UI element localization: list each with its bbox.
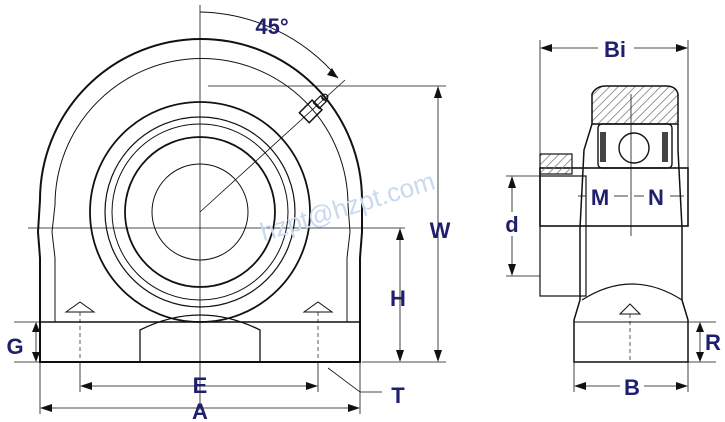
housing-side-outline [573, 123, 689, 363]
seal-right [662, 132, 668, 162]
dim-label-g: G [6, 334, 23, 359]
dim-label-h: H [390, 286, 406, 311]
housing-inner-outline [51, 58, 351, 322]
dim-label-b: B [624, 375, 640, 400]
a-arrow-left [40, 404, 52, 412]
e-arrow-right [306, 382, 318, 390]
dim-label-d: d [505, 212, 518, 237]
bi-arrow-right [676, 44, 688, 52]
dim-label-t: T [391, 383, 405, 408]
w-arrow-bottom [434, 350, 442, 362]
base-arch-side [581, 283, 683, 301]
bi-arrow-left [540, 44, 552, 52]
a-arrow-right [348, 404, 360, 412]
seal-left [600, 132, 606, 162]
bolt-mark-right [302, 301, 334, 313]
watermark-text: hzpt@hzpt.com [256, 166, 438, 248]
angle-arrowhead [327, 68, 338, 78]
set-screw [539, 153, 573, 175]
inner-ring-side [539, 167, 689, 227]
dim-label-n: N [648, 185, 664, 210]
h-arrow-bottom [396, 350, 404, 362]
dim-label-m: M [591, 185, 609, 210]
r-arrow-bottom [696, 352, 704, 362]
angle-label: 45° [255, 14, 288, 39]
housing-outline [36, 38, 363, 363]
r-arrow-top [696, 322, 704, 332]
w-arrow-top [434, 86, 442, 98]
dim-label-a: A [192, 399, 208, 422]
bearing-ball [618, 132, 650, 164]
dim-label-w: W [430, 218, 451, 243]
bolt-mark-left [64, 301, 96, 313]
d-arrow-bottom [508, 264, 516, 276]
dim-label-bi: Bi [604, 37, 626, 62]
bearing-outer-ring-side [597, 123, 673, 169]
front-view: 45° W H G E A T [6, 5, 451, 422]
dim-label-r: R [705, 330, 721, 355]
b-arrow-right [676, 382, 688, 390]
b-arrow-left [574, 382, 586, 390]
d-label-bg [500, 212, 524, 236]
dim-label-e: E [193, 373, 208, 398]
h-arrow-top [396, 228, 404, 240]
d-arrow-top [508, 176, 516, 188]
b-label-bg [620, 374, 644, 400]
shaft-bore [539, 175, 587, 297]
g-arrow-top [32, 322, 40, 332]
fitting-axis-line [199, 79, 346, 213]
angle-arc [199, 11, 339, 79]
housing-section-top [591, 85, 679, 125]
e-arrow-left [80, 382, 92, 390]
t-leader-line [327, 367, 382, 393]
g-arrow-bottom [32, 352, 40, 362]
bi-label-bg [598, 34, 634, 60]
bolt-mark-side [618, 303, 642, 315]
side-view: Bi M N [500, 34, 721, 400]
